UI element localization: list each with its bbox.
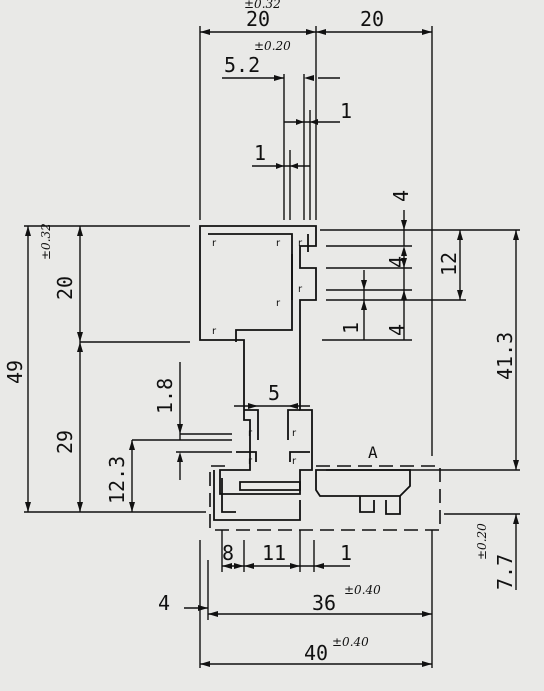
dim-right-4-top: 4 [389,190,413,202]
dim-bottom-40: 40 [304,641,328,665]
dim-right-1: 1 [339,322,363,334]
svg-text:r: r [212,326,217,337]
svg-text:r: r [276,238,281,249]
dim-right-4-bottom: 4 [385,324,409,336]
dim-bottom-40-tolerance: ±0.40 [332,635,369,649]
wall-dim-right [284,110,340,220]
dim-bottom-4: 4 [158,591,170,615]
dim-bottom-1: 1 [340,541,352,565]
svg-text:r: r [292,456,297,467]
dim-top-left-20: 20 [246,7,270,31]
inner-5-dimension [234,403,310,409]
radius-labels: r r r r r r r r r r [212,238,303,467]
dim-left-20: 20 [53,276,77,300]
svg-text:r: r [298,284,303,295]
svg-text:r: r [248,428,253,439]
dim-bottom-8: 8 [222,541,234,565]
dim-top-tolerance: ±0.32 [244,0,281,11]
svg-text:r: r [212,238,217,249]
svg-text:r: r [248,456,253,467]
dim-left-12-3: 12.3 [105,456,129,504]
dim-right-7-7-tolerance: ±0.20 [475,523,489,560]
right-dimensions [320,210,520,471]
right-7-7-dimension [444,513,520,590]
detail-a-outline [209,465,441,531]
dim-right-12: 12 [437,252,461,276]
dim-bottom-36-tolerance: ±0.40 [344,583,381,597]
dim-wall-left-1: 1 [254,141,266,165]
svg-text:r: r [298,238,303,249]
bottom-dimensions [184,530,433,668]
svg-text:r: r [292,428,297,439]
dim-right-41-3: 41.3 [493,332,517,380]
slot-dimension [222,74,340,220]
profile-outline [199,225,411,521]
wall-dim-left [252,150,310,220]
dim-wall-right-1: 1 [340,99,352,123]
dim-right-4-mid: 4 [385,256,409,268]
dim-slot-tolerance: ±0.20 [254,39,291,53]
detail-a-label: A [368,443,378,462]
dim-left-29: 29 [53,430,77,454]
dim-bottom-36: 36 [312,591,336,615]
dim-right-7-7: 7.7 [493,554,517,590]
dim-left-1-8: 1.8 [153,378,177,414]
dim-bottom-11: 11 [262,541,286,565]
dim-left-49: 49 [3,360,27,384]
left-dimensions [24,225,232,513]
dim-slot-5-2: 5.2 [224,53,260,77]
svg-text:r: r [276,298,281,309]
dim-inner-5: 5 [268,381,280,405]
dim-left-tolerance: ±0.32 [39,223,53,260]
dim-top-right-20: 20 [360,7,384,31]
